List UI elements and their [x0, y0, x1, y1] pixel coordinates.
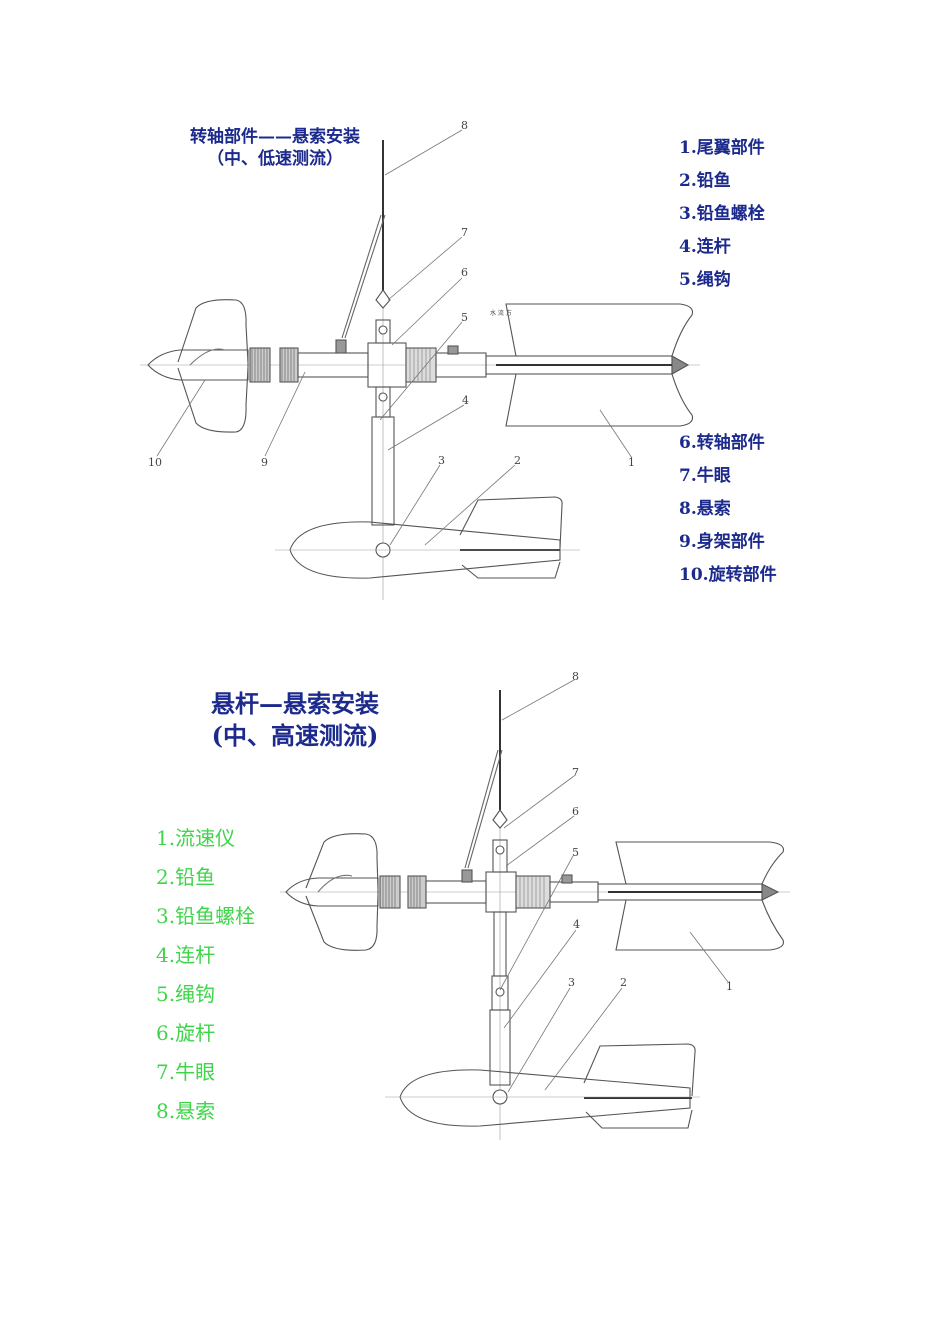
tail-fin-upper: [505, 303, 694, 357]
legend2-item-2: 2.铅鱼: [156, 865, 216, 889]
callout1-10: 10: [148, 456, 162, 469]
rotor-fin-upper: [177, 299, 249, 363]
legend1-item-6: 6.转轴部件: [679, 433, 765, 453]
callout2-5: 5: [572, 846, 579, 859]
tail-fin-lower: [505, 373, 694, 427]
legend2-item-8: 8.悬索: [156, 1099, 216, 1123]
legend1-item-8: 8.悬索: [679, 499, 731, 519]
legend1-item-1: 1.尾翼部件: [679, 138, 765, 158]
legend2-item-6: 6.旋杆: [156, 1021, 216, 1045]
callout2-1: 1: [726, 980, 733, 993]
callout2-4: 4: [573, 918, 580, 931]
callout1-7: 7: [461, 226, 468, 239]
figure2-title: 悬杆—悬索安装 (中、高速测流): [190, 688, 400, 752]
callout1-8: 8: [461, 119, 468, 132]
figure1-title-line1: 转轴部件——悬索安装: [190, 127, 360, 147]
legend1-item-5: 5.绳钩: [679, 270, 731, 290]
legend1-item-10: 10.旋转部件: [679, 565, 777, 585]
legend2-item-3: 3.铅鱼螺栓: [156, 904, 256, 928]
lead-fish-fin: [459, 496, 563, 549]
callout1-3: 3: [438, 454, 445, 467]
legend1-item-7: 7.牛眼: [679, 466, 731, 486]
callout2-8: 8: [572, 670, 579, 683]
callout2-7: 7: [572, 766, 579, 779]
callout2-6: 6: [572, 805, 579, 818]
figure2-title-line2: (中、高速测流): [211, 721, 379, 750]
legend2-item-4: 4.连杆: [156, 943, 216, 967]
figure1-drawing: 1 2 3 4 5 6 7 8 9 10 水 流 方: [140, 119, 700, 600]
rotor-fin-lower: [177, 367, 249, 433]
callout1-6: 6: [461, 266, 468, 279]
legend1-item-2: 2.铅鱼: [679, 171, 731, 191]
callout1-9: 9: [261, 456, 268, 469]
legend2-item-5: 5.绳钩: [156, 982, 216, 1006]
legend2-item-7: 7.牛眼: [156, 1060, 216, 1084]
legend1-item-4: 4.连杆: [679, 237, 731, 257]
figure2-title-line1: 悬杆—悬索安装: [211, 689, 379, 718]
flow-direction-note: 水 流 方: [490, 309, 512, 317]
figure1-title-line2: （中、低速测流）: [207, 149, 343, 169]
callout1-2: 2: [514, 454, 521, 467]
rotor-nose: [147, 349, 249, 381]
callout1-5: 5: [461, 311, 468, 324]
callout2-3: 3: [568, 976, 575, 989]
callout1-1: 1: [628, 456, 635, 469]
legend1-item-3: 3.铅鱼螺栓: [679, 204, 765, 224]
legend1-item-9: 9.身架部件: [679, 532, 765, 552]
figure2-drawing: 1 2 3 4 5 6 7 8: [280, 670, 790, 1140]
ox-eye: [375, 289, 391, 309]
callout1-4: 4: [462, 394, 469, 407]
legend2-item-1: 1.流速仪: [156, 826, 236, 850]
callout2-2: 2: [620, 976, 627, 989]
figure1-title: 转轴部件——悬索安装 （中、低速测流）: [170, 126, 380, 170]
